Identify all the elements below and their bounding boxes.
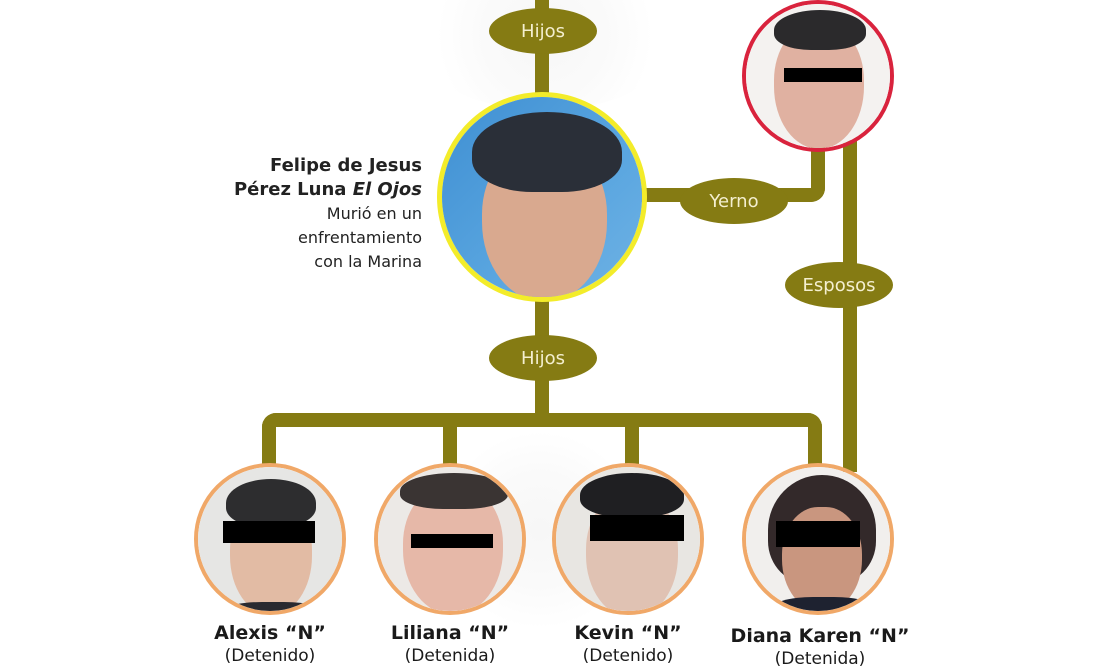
central-person-alias: El Ojos: [352, 179, 422, 200]
censor-bar: [784, 68, 862, 82]
child-caption-alexis: Alexis “N” (Detenido): [170, 622, 370, 666]
child-name: Liliana “N”: [390, 622, 510, 644]
child-photo-alexis: [194, 463, 346, 615]
child-name: Diana Karen “N”: [730, 625, 910, 647]
connector-child-1: [262, 413, 276, 465]
child-photo-diana-karen: [742, 463, 894, 615]
child-photo-kevin: [552, 463, 704, 615]
child-photo-liliana: [374, 463, 526, 615]
connector-children-horizontal: [262, 413, 822, 427]
connector-child-3: [625, 420, 639, 465]
censor-bar: [776, 521, 860, 547]
child-status: (Detenida): [404, 646, 496, 666]
central-person-desc-line3: con la Marina: [314, 252, 422, 271]
relation-label-esposos: Esposos: [785, 262, 893, 308]
in-law-photo: [742, 0, 894, 152]
central-person-name-line2: Pérez Luna El Ojos: [233, 179, 422, 200]
censor-bar: [590, 515, 684, 541]
relation-label-hijos-bottom: Hijos: [489, 335, 597, 381]
child-status: (Detenido): [224, 646, 316, 666]
connector-yerno-vertical: [811, 140, 825, 202]
relation-label-yerno: Yerno: [680, 178, 788, 224]
censor-bar: [223, 521, 315, 543]
relation-label-hijos-top: Hijos: [489, 8, 597, 54]
child-caption-diana-karen: Diana Karen “N” (Detenida): [700, 625, 940, 669]
central-person-name-line1: Felipe de Jesus: [270, 155, 422, 176]
central-person-photo: [437, 92, 647, 302]
child-caption-liliana: Liliana “N” (Detenida): [350, 622, 550, 666]
censor-bar: [411, 534, 493, 548]
central-person-desc-line1: Murió en un: [326, 204, 422, 223]
child-name: Kevin “N”: [574, 622, 682, 644]
child-status: (Detenida): [774, 649, 866, 669]
child-status: (Detenido): [582, 646, 674, 666]
central-person-description: Felipe de Jesus Pérez Luna El Ojos Murió…: [234, 154, 422, 274]
connector-child-2: [443, 420, 457, 465]
connector-child-4: [808, 413, 822, 465]
child-caption-kevin: Kevin “N” (Detenido): [528, 622, 728, 666]
child-name: Alexis “N”: [214, 622, 326, 644]
central-person-desc-line2: enfrentamiento: [298, 228, 422, 247]
